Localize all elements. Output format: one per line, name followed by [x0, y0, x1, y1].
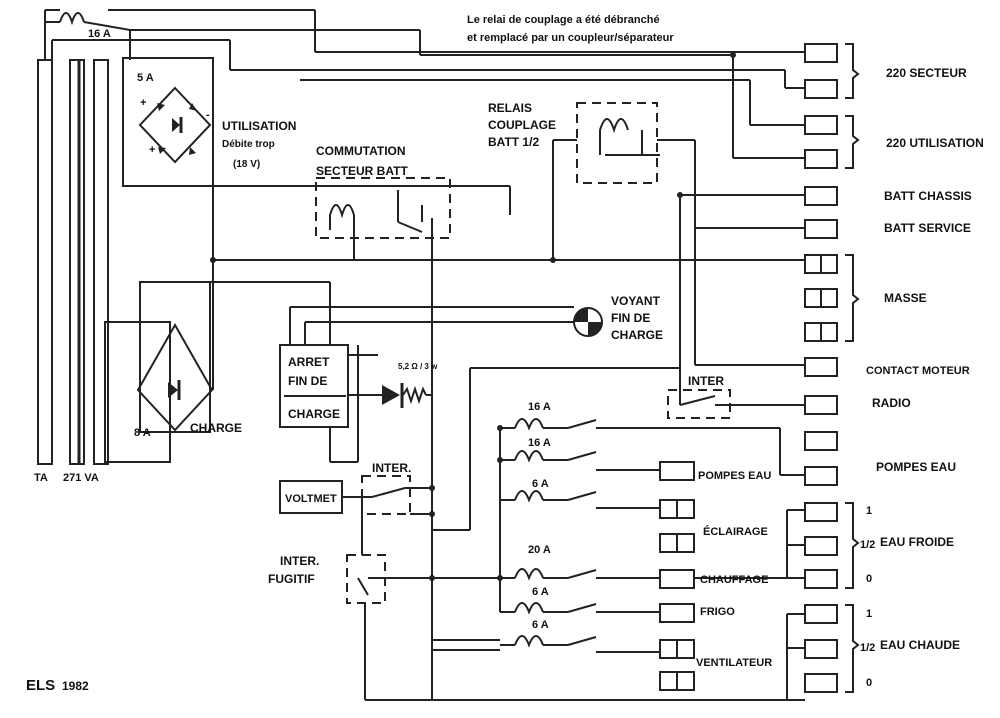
charge-bridge	[104, 281, 214, 463]
arret-line-2: FIN DE	[288, 374, 327, 388]
frigo-box	[659, 603, 695, 623]
transformer-fuse-label: 16 A	[88, 28, 111, 40]
terminal-radio: RADIO	[872, 396, 911, 410]
voltmeter	[279, 480, 343, 514]
arret-fin-de-charge-box	[279, 344, 349, 428]
load-chauffage: CHAUFFAGE	[700, 574, 768, 586]
voltmet-label: VOLTMET	[285, 493, 337, 505]
bridge-plus-2: +	[149, 144, 155, 156]
eau-froide-label: EAU FROIDE	[880, 535, 954, 549]
eau-chaude-label: EAU CHAUDE	[880, 638, 960, 652]
voyant-line-2: FIN DE	[611, 311, 650, 325]
transformer-rating-label: 271 VA	[63, 472, 99, 484]
inter-mid-label: INTER.	[372, 461, 411, 475]
ta-label: TA	[34, 472, 48, 484]
note-line-2: et remplacé par un coupleur/séparateur	[467, 32, 674, 44]
load-ventilateur: VENTILATEUR	[696, 657, 772, 669]
fuse-switch-4	[500, 568, 660, 581]
relais-couplage	[552, 102, 695, 262]
voyant-line-3: CHARGE	[611, 328, 663, 342]
terminal-masse: MASSE	[884, 291, 927, 305]
load-frigo: FRIGO	[700, 606, 735, 618]
terminal-utilisation: 220 UTILISATION	[886, 136, 984, 150]
voyant-lamp-icon	[573, 307, 603, 337]
terminal-blocks	[804, 43, 838, 693]
relais-line-3: BATT 1/2	[488, 135, 539, 149]
bridge-diode-icon	[172, 118, 180, 132]
relais-line-1: RELAIS	[488, 101, 532, 115]
signature-initials: ELS	[26, 677, 55, 694]
fuse-label-5: 6 A	[532, 586, 549, 598]
terminal-batt-service: BATT SERVICE	[884, 221, 971, 235]
pompes-eau-box	[659, 461, 695, 481]
eau-chaude-1: 1	[866, 608, 872, 620]
diode-resistor-note: 5,2 Ω / 3 w	[398, 362, 438, 371]
eau-chaude-0: 0	[866, 677, 872, 689]
utilisation-fuse-label: 5 A	[137, 72, 154, 84]
eau-chaude-half: 1/2	[860, 642, 875, 654]
bridge-plus-1: +	[140, 97, 146, 109]
inter-fugitif-line-1: INTER.	[280, 554, 319, 568]
terminal-batt-chassis: BATT CHASSIS	[884, 189, 972, 203]
terminal-contact-moteur: CONTACT MOTEUR	[866, 365, 970, 377]
fuse-label-2: 16 A	[528, 437, 551, 449]
utilisation-title: UTILISATION	[222, 119, 296, 133]
relais-line-2: COUPLAGE	[488, 118, 556, 132]
fuse-label-6: 6 A	[532, 619, 549, 631]
bridge-minus-1: -	[206, 109, 210, 121]
transformer-fuse	[59, 12, 85, 26]
arret-line-1: ARRET	[288, 355, 330, 369]
load-eclairage: ÉCLAIRAGE	[703, 525, 768, 538]
terminal-secteur: 220 SECTEUR	[886, 66, 967, 80]
fuse-switch-5	[500, 602, 660, 615]
charge-diode-resistor	[348, 383, 432, 408]
eau-froide-1: 1	[866, 505, 872, 517]
terminal-pompes-eau: POMPES EAU	[876, 460, 956, 474]
inter-radio-label: INTER	[688, 374, 724, 388]
fuse-label-4: 20 A	[528, 544, 551, 556]
chauffage-box	[659, 569, 695, 589]
eau-froide-0: 0	[866, 573, 872, 585]
fuse-label-3: 6 A	[532, 478, 549, 490]
eau-froide-half: 1/2	[860, 539, 875, 551]
utilisation-note-2: (18 V)	[233, 159, 260, 170]
load-pompes: POMPES EAU	[698, 470, 771, 482]
signature-year: 1982	[62, 679, 89, 693]
fuse-switch-6	[500, 635, 660, 653]
charge-label: CHARGE	[190, 421, 242, 435]
utilisation-note-1: Débite trop	[222, 139, 275, 150]
inter-switch[interactable]	[361, 475, 411, 515]
inter-fugitif-line-2: FUGITIF	[268, 572, 315, 586]
commutation-subtitle: SECTEUR BATT	[316, 164, 408, 178]
arret-line-3: CHARGE	[288, 407, 340, 421]
transformer	[37, 9, 421, 465]
charge-fuse-label: 8 A	[134, 427, 151, 439]
fuse-switch-3	[500, 490, 660, 509]
voyant-line-1: VOYANT	[611, 294, 661, 308]
commutation-relay	[315, 177, 451, 700]
fuse-switch-1	[500, 418, 805, 476]
braces	[845, 43, 860, 693]
charge-diode-icon	[168, 382, 178, 398]
note-line-1: Le relai de couplage a été débranché	[467, 14, 660, 26]
fuse-label-1: 16 A	[528, 401, 551, 413]
fuse-switch-2	[500, 450, 660, 471]
commutation-title: COMMUTATION	[316, 144, 406, 158]
